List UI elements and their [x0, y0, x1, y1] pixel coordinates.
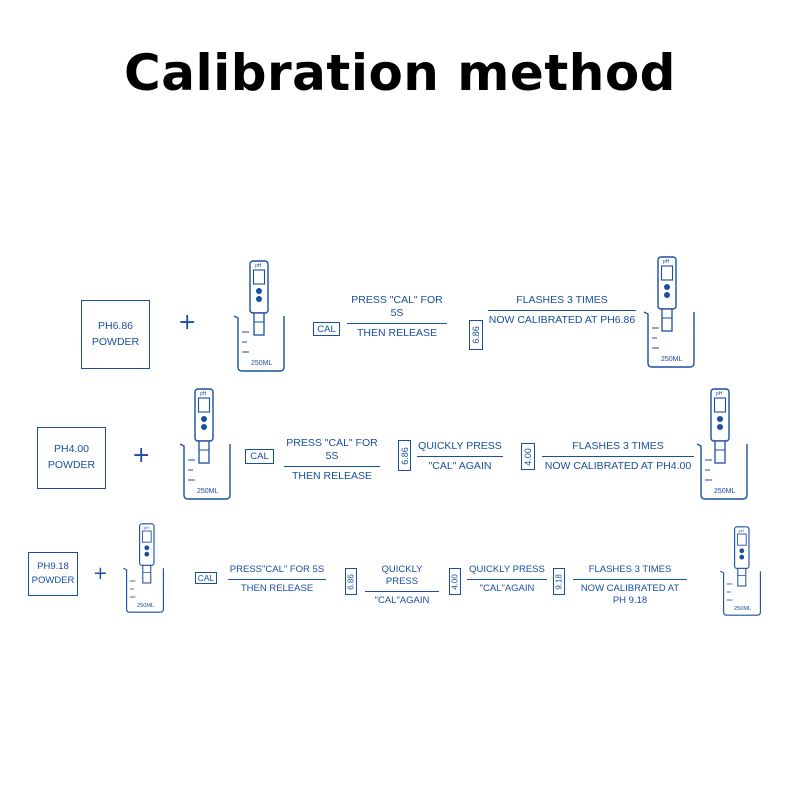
step-divider — [573, 578, 687, 580]
end-ph-meter-icon — [733, 526, 751, 587]
start-beaker-icon: pH 250ML — [177, 385, 257, 515]
reading-value: 9.18 — [554, 573, 564, 590]
step-instruction: PRESS "CAL" FOR 5S THEN RELEASE — [284, 437, 380, 483]
step-line1: PRESS "CAL" FOR 5S — [351, 294, 443, 320]
step-divider — [488, 310, 636, 312]
plus-icon: + — [178, 310, 197, 335]
cal-button-icon: CAL — [245, 449, 274, 464]
step-instruction: PRESS "CAL" FOR 5S THEN RELEASE — [347, 294, 447, 340]
reading-value: 6.86 — [471, 326, 481, 344]
start-beaker-icon: pH 250ML — [121, 520, 189, 638]
step-line1: FLASHES 3 TIMES — [572, 440, 664, 452]
step-line1: PRESS "CAL" FOR 5S — [286, 437, 378, 463]
powder-label: POWDER — [31, 575, 75, 586]
reading-value: 6.86 — [346, 573, 356, 590]
step-divider — [542, 456, 694, 458]
step-divider — [467, 578, 547, 580]
step-line2: "CAL"AGAIN — [374, 594, 430, 606]
end-ph-meter-icon — [709, 388, 731, 464]
display-reading: 6.86 — [398, 440, 411, 471]
display-reading: 6.86 — [345, 568, 357, 595]
start-meter-label: pH — [200, 391, 207, 397]
start-ph-meter-icon — [138, 523, 156, 584]
reading-value: 4.00 — [523, 447, 533, 466]
display-reading: 9.18 — [553, 568, 565, 595]
step-line2: NOW CALIBRATED AT PH 9.18 — [580, 582, 680, 606]
start-meter-label: pH — [143, 525, 149, 531]
step-instruction: QUICKLY PRESS "CAL" AGAIN — [417, 440, 503, 473]
step-instruction: FLASHES 3 TIMES NOW CALIBRATED AT PH4.00 — [542, 440, 694, 473]
step-line1: QUICKLY PRESS — [418, 440, 502, 452]
step-divider — [284, 466, 380, 468]
step-line2: NOW CALIBRATED AT PH6.86 — [488, 314, 636, 327]
step-line1: PRESS"CAL" FOR 5S — [229, 564, 325, 575]
step-line2: NOW CALIBRATED AT PH4.00 — [544, 460, 692, 473]
cal-button-icon: CAL — [313, 322, 340, 336]
step-instruction: FLASHES 3 TIMES NOW CALIBRATED AT PH6.86 — [488, 294, 636, 327]
step-line2: THEN RELEASE — [292, 470, 372, 483]
step-instruction: QUICKLY PRESS "CAL"AGAIN — [467, 564, 547, 595]
step-line1: QUICKLY PRESS — [381, 564, 423, 587]
step-divider — [228, 578, 326, 580]
step-line2: "CAL"AGAIN — [479, 582, 535, 594]
powder-label: POWDER — [47, 459, 96, 471]
start-ph-meter-icon — [193, 388, 215, 464]
start-ph-meter-icon — [248, 260, 270, 336]
step-line1: QUICKLY PRESS — [469, 564, 545, 575]
cal-button-icon: CAL — [195, 572, 217, 584]
step-line1: FLASHES 3 TIMES — [588, 564, 672, 575]
step-instruction: FLASHES 3 TIMES NOW CALIBRATED AT PH 9.18 — [573, 564, 687, 607]
end-ph-meter-icon — [656, 256, 678, 332]
step-divider — [347, 323, 447, 325]
end-beaker-label: 250ML — [714, 488, 736, 495]
start-beaker-label: 250ML — [251, 360, 273, 367]
step-instruction: QUICKLY PRESS "CAL"AGAIN — [365, 564, 439, 607]
end-beaker-label: 250ML — [734, 606, 752, 612]
powder-name: PH9.18 — [37, 560, 69, 572]
start-meter-label: pH — [255, 263, 262, 269]
plus-icon: + — [132, 443, 151, 468]
end-meter-label: pH — [716, 391, 723, 397]
page-title: Calibration method — [124, 44, 676, 102]
step-instruction: PRESS"CAL" FOR 5S THEN RELEASE — [228, 564, 326, 595]
powder-name: PH6.86 — [97, 319, 134, 332]
start-beaker-label: 250ML — [137, 603, 155, 609]
step-line1: FLASHES 3 TIMES — [516, 294, 608, 306]
powder-label: POWDER — [91, 335, 140, 348]
end-meter-label: pH — [663, 259, 670, 265]
reading-value: 6.86 — [399, 446, 410, 465]
end-beaker-icon: pH 250ML — [694, 385, 774, 515]
display-reading: 4.00 — [521, 443, 535, 470]
powder-name: PH4.00 — [53, 443, 90, 456]
display-reading: 6.86 — [469, 320, 483, 350]
end-meter-label: pH — [738, 528, 744, 534]
reading-value: 4.00 — [450, 573, 460, 590]
step-line2: THEN RELEASE — [357, 327, 437, 340]
step-divider — [417, 456, 503, 458]
display-reading: 4.00 — [449, 568, 461, 595]
step-line2: THEN RELEASE — [240, 582, 314, 594]
start-beaker-label: 250ML — [197, 488, 219, 495]
end-beaker-label: 250ML — [661, 356, 683, 363]
start-beaker-icon: pH 250ML — [231, 250, 311, 380]
step-divider — [365, 590, 439, 592]
plus-icon: + — [93, 564, 108, 584]
step-line2: "CAL" AGAIN — [428, 460, 492, 473]
end-beaker-icon: pH 250ML — [641, 250, 721, 380]
end-beaker-icon: pH 250ML — [718, 520, 786, 638]
